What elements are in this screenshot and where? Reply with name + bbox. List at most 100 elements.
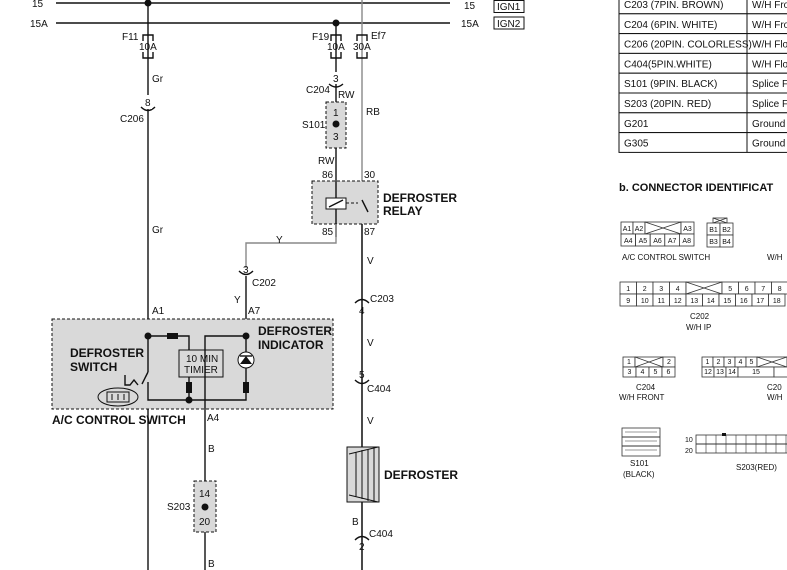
- wire-color-rb: RB: [366, 107, 380, 118]
- pin-label: 13: [690, 298, 698, 305]
- pin-label: A8: [682, 238, 691, 245]
- wire-color-v: V: [367, 256, 374, 267]
- bus-15a-label: 15A: [30, 19, 48, 30]
- pin-label: 1: [627, 359, 631, 366]
- pin-label: A5: [639, 238, 648, 245]
- description-cell: Splice F: [752, 79, 787, 90]
- c202-connector-label: C202: [690, 312, 710, 321]
- defroster-switch-icon: [141, 371, 149, 385]
- pin-cell: [661, 366, 676, 378]
- pin-label: A3: [683, 226, 692, 233]
- wire-color-gr: Gr: [152, 74, 164, 85]
- c20x-connector-sub: W/H: [767, 393, 783, 402]
- timer-box: [178, 349, 224, 378]
- pin-a1: A1: [152, 306, 165, 317]
- c202-connector-sub: W/H IP: [686, 323, 711, 332]
- pin-label: 10: [641, 298, 649, 305]
- pin-label: 7: [761, 286, 765, 293]
- pin-label: 17: [756, 298, 764, 305]
- c404-pin: 2: [359, 542, 365, 553]
- defroster-switch-label: DEFROSTER: [70, 346, 144, 360]
- pin-label: 16: [740, 298, 748, 305]
- resistor-icon: [243, 382, 249, 393]
- pin-label: 1: [626, 286, 630, 293]
- bus-15-label: 15: [32, 0, 44, 10]
- wire-color-y: Y: [234, 295, 241, 306]
- relay-switch-icon: [361, 199, 369, 213]
- pin-label: 2: [717, 359, 721, 366]
- c404-label: C404: [367, 384, 391, 395]
- wire-color-b: B: [208, 444, 215, 455]
- pin-label: 2: [667, 359, 671, 366]
- pin-label: 4: [676, 286, 680, 293]
- wire-color-b: B: [352, 517, 359, 528]
- pin-label: 6: [667, 369, 671, 376]
- resistor-icon: [167, 333, 178, 339]
- s101-connector-sub: (BLACK): [623, 470, 655, 479]
- relay-pin-87: 87: [364, 227, 376, 238]
- connector-cell: S203 (20PIN. RED): [624, 99, 711, 110]
- s203-pin: 20: [199, 517, 211, 528]
- defroster-grid-icon: [346, 446, 380, 503]
- bus-15-right-label: 15: [464, 1, 476, 12]
- pin-a4: A4: [207, 413, 220, 424]
- connector-label: W/H: [767, 253, 783, 262]
- pin-label: 15: [752, 369, 760, 376]
- c204-connector-label: C204: [636, 383, 656, 392]
- pin-cell: [768, 293, 786, 307]
- ac-switch-connector-label: A/C CONTROL SWITCH: [622, 253, 710, 262]
- pin-label: A1: [623, 226, 632, 233]
- s203-row-label: 20: [685, 448, 693, 455]
- c404-label: C404: [369, 529, 393, 540]
- s203-row-label: 10: [685, 437, 693, 444]
- connector-identification-heading: b. CONNECTOR IDENTIFICAT: [619, 182, 773, 194]
- pin-label: 15: [723, 298, 731, 305]
- connector-cell: S101 (9PIN. BLACK): [624, 79, 717, 90]
- pin-label: 4: [739, 359, 743, 366]
- pin-cell: [679, 233, 695, 247]
- relay-pin-30: 30: [364, 170, 376, 181]
- table-row: [618, 132, 787, 153]
- ign1-label: IGN1: [497, 2, 521, 13]
- fuse-f11-icon: [142, 34, 154, 59]
- ac-control-switch-label: A/C CONTROL SWITCH: [52, 413, 186, 427]
- pin-label: A6: [653, 238, 662, 245]
- pin-cell: [773, 366, 787, 378]
- pin-label: 13: [716, 369, 724, 376]
- c206-label: C206: [120, 114, 144, 125]
- s101-pin: 1: [333, 108, 339, 119]
- c404-pin: 5: [359, 370, 365, 381]
- indicator-led-icon: [237, 351, 255, 369]
- description-cell: W/H Flo: [752, 40, 787, 51]
- power-buses: 15 15A 15 15A IGN1 IGN2: [30, 0, 525, 30]
- pin-label: B1: [709, 227, 718, 234]
- pin-label: 14: [728, 369, 736, 376]
- description-cell: W/H Fro: [752, 20, 787, 31]
- pin-label: A4: [624, 238, 633, 245]
- s101-pin: 3: [333, 132, 339, 143]
- ign2-label: IGN2: [497, 19, 521, 30]
- timer-label: 10 MIN: [186, 354, 218, 365]
- pin-label: 9: [626, 298, 630, 305]
- fuse-f11-rating: 10A: [139, 42, 157, 53]
- c20x-connector-label: C20: [767, 383, 782, 392]
- c202-label: C202: [252, 278, 276, 289]
- connector-cell: C204 (6PIN. WHITE): [624, 20, 717, 31]
- description-cell: W/H Fro: [752, 0, 787, 11]
- defroster-indicator-label: DEFROSTER: [258, 324, 332, 338]
- fuse-f11-label: F11: [122, 32, 139, 43]
- c204-label: C204: [306, 85, 330, 96]
- wire-color-b: B: [208, 559, 215, 570]
- wire-color-rw: RW: [318, 156, 335, 167]
- wire-color-v: V: [367, 338, 374, 349]
- pin-label: 3: [728, 359, 732, 366]
- pin-label: 12: [704, 369, 712, 376]
- s101-connector-icon: [621, 427, 661, 457]
- pin-label: A7: [668, 238, 677, 245]
- defroster-label: DEFROSTER: [384, 468, 458, 482]
- c204-pin: 3: [333, 74, 339, 85]
- c203-pin: 4: [359, 306, 365, 317]
- c206-pin: 8: [145, 98, 151, 109]
